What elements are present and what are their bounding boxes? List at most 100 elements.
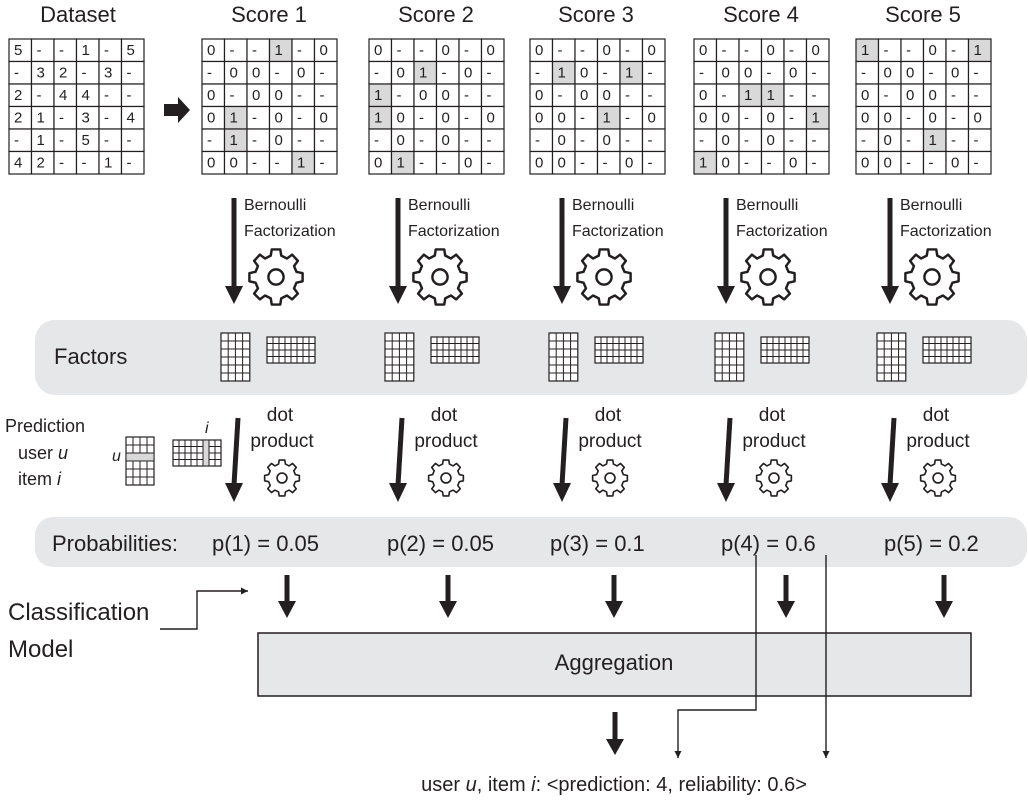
matrix-cell-value: 0 xyxy=(207,110,215,127)
matrix-cell xyxy=(877,38,902,63)
matrix-cell-value: - xyxy=(580,42,585,59)
gear-icon xyxy=(755,459,793,497)
matrix-cell-value: - xyxy=(812,132,817,149)
matrix-cell-value: 1 xyxy=(744,87,752,104)
matrix-cell-value: - xyxy=(464,87,469,104)
dot-product-label-line2: product xyxy=(578,431,642,452)
svg-text:user u: user u xyxy=(18,443,68,463)
dot-product-label-line1: dot xyxy=(759,405,786,426)
matrix-cell xyxy=(98,83,123,108)
matrix-cell xyxy=(551,83,576,108)
gear-icon xyxy=(427,459,465,497)
matrix-cell-value: - xyxy=(104,110,109,127)
matrix-cell xyxy=(783,128,808,153)
matrix-cell-value: 0 xyxy=(535,155,543,172)
matrix-cell xyxy=(574,105,599,130)
matrix-cell-value: - xyxy=(812,87,817,104)
matrix-cell xyxy=(945,83,970,108)
matrix-cell-value: 0 xyxy=(535,110,543,127)
matrix-cell-value: 2 xyxy=(59,65,67,82)
matrix-cell xyxy=(313,150,338,175)
matrix-cell-value: 5 xyxy=(127,42,135,59)
matrix-cell xyxy=(313,128,338,153)
matrix-cell-value: 0 xyxy=(419,87,427,104)
matrix-cell-value: - xyxy=(974,87,979,104)
item-factor-matrix-icon xyxy=(266,336,316,364)
matrix-cell xyxy=(619,38,644,63)
matrix-cell-value: - xyxy=(37,42,42,59)
matrix-cell-value: 1 xyxy=(397,155,405,172)
matrix-cell-value: - xyxy=(397,42,402,59)
probability-label-2: p(2) = 0.05 xyxy=(387,531,494,556)
dot-product-label-line1: dot xyxy=(595,405,622,426)
matrix-cell-value: - xyxy=(767,65,772,82)
gear-icon xyxy=(248,248,304,306)
matrix-cell-value: 0 xyxy=(767,132,775,149)
matrix-cell xyxy=(641,60,666,85)
matrix-cell xyxy=(30,83,55,108)
matrix-cell-value: - xyxy=(104,87,109,104)
matrix-cell-value: 0 xyxy=(767,110,775,127)
matrix-cell-value: 0 xyxy=(625,155,633,172)
matrix-cell-value: - xyxy=(487,155,492,172)
matrix-cell-value: 3 xyxy=(104,65,112,82)
matrix-cell xyxy=(201,60,226,85)
matrix-cell-value: 0 xyxy=(861,155,869,172)
matrix-cell-value: 0 xyxy=(464,65,472,82)
matrix-cell-value: - xyxy=(789,110,794,127)
matrix-cell xyxy=(551,38,576,63)
matrix-cell-value: 0 xyxy=(535,87,543,104)
matrix-cell-value: 0 xyxy=(374,42,382,59)
matrix-cell-value: 1 xyxy=(104,155,112,172)
score-title-2: Score 2 xyxy=(398,2,474,27)
matrix-cell-value: - xyxy=(789,42,794,59)
gear-icon xyxy=(576,248,632,306)
item-factor-matrix-icon xyxy=(922,336,972,364)
gear-icon xyxy=(591,459,629,497)
matrix-cell xyxy=(805,60,830,85)
matrix-cell-value: 1 xyxy=(974,42,982,59)
dot-product-arrow xyxy=(723,417,733,486)
matrix-cell-value: - xyxy=(374,65,379,82)
matrix-cell-value: 4 xyxy=(82,87,90,104)
prediction-note-i: i xyxy=(57,469,62,489)
dataset-to-scores-arrow xyxy=(164,97,190,123)
dot-product-arrow xyxy=(395,417,405,486)
matrix-cell-value: - xyxy=(812,65,817,82)
matrix-cell-value: - xyxy=(59,155,64,172)
matrix-cell-value: - xyxy=(82,65,87,82)
matrix-cell-value: - xyxy=(419,132,424,149)
dataset-title: Dataset xyxy=(40,2,116,27)
matrix-cell xyxy=(120,150,145,175)
matrix-cell-value: 1 xyxy=(230,110,238,127)
matrix-cell-value: 0 xyxy=(320,42,328,59)
matrix-cell-value: - xyxy=(812,155,817,172)
matrix-cell-value: - xyxy=(744,42,749,59)
factors-label: Factors xyxy=(54,344,127,369)
matrix-cell-value: 0 xyxy=(207,42,215,59)
matrix-cell-value: - xyxy=(104,42,109,59)
matrix-cell-value: - xyxy=(929,155,934,172)
matrix-cell xyxy=(760,60,785,85)
matrix-cell xyxy=(596,150,621,175)
matrix-cell-value: 4 xyxy=(59,87,67,104)
matrix-cell-value: 0 xyxy=(275,110,283,127)
matrix-cell-value: 0 xyxy=(580,65,588,82)
matrix-cell-value: 5 xyxy=(14,42,22,59)
matrix-cell xyxy=(529,60,554,85)
matrix-cell-value: - xyxy=(625,110,630,127)
matrix-cell-value: - xyxy=(722,87,727,104)
matrix-cell-value: 0 xyxy=(884,110,892,127)
matrix-cell xyxy=(945,105,970,130)
matrix-cell xyxy=(967,128,992,153)
matrix-cell xyxy=(900,128,925,153)
matrix-cell-value: 1 xyxy=(812,110,820,127)
matrix-cell xyxy=(945,128,970,153)
matrix-cell-value: - xyxy=(442,65,447,82)
matrix-cell-value: 1 xyxy=(929,132,937,149)
matrix-cell-value: - xyxy=(625,42,630,59)
matrix-cell xyxy=(291,105,316,130)
aggregation-label: Aggregation xyxy=(555,650,674,675)
matrix-cell-value: - xyxy=(104,132,109,149)
